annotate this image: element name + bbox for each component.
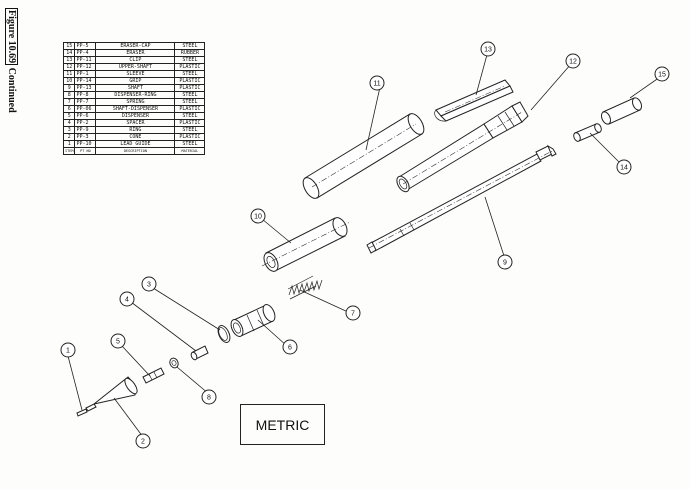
callout-number: 1 [66, 348, 70, 355]
callout-number: 8 [207, 395, 211, 402]
callout-number: 12 [569, 59, 577, 66]
dispenser-ring-part [169, 357, 179, 369]
shaft-dispenser-part [230, 304, 276, 337]
callout-circle [369, 75, 385, 91]
callout-circle [480, 41, 496, 57]
upper-shaft-part [396, 101, 529, 193]
dispenser-part [142, 367, 165, 384]
eraser-cap-part [600, 97, 643, 125]
callout-10: 10 [250, 208, 266, 224]
callout-5: 5 [110, 333, 126, 349]
callout-circle [654, 66, 670, 82]
callout-circle [201, 389, 217, 405]
callout-8: 8 [201, 389, 217, 405]
callout-circle [565, 53, 581, 69]
callout-number: 15 [658, 72, 666, 79]
callout-circle [345, 305, 361, 321]
parts-list-header-row: ITEM PT NO DESCRIPTION MATERIAL [62, 147, 206, 155]
callout-circle [497, 254, 513, 270]
header-item: ITEM [62, 147, 76, 155]
clip-part [434, 79, 514, 122]
callout-13: 13 [480, 41, 496, 57]
callout-2: 2 [135, 433, 151, 449]
callout-12: 12 [565, 53, 581, 69]
callout-number: 13 [484, 47, 492, 54]
callout-number: 7 [351, 311, 355, 318]
callout-number: 14 [620, 165, 628, 172]
spring-part [287, 275, 323, 300]
sleeve-part [302, 113, 425, 199]
callout-14: 14 [616, 159, 632, 175]
callout-circle [110, 333, 126, 349]
callout-number: 3 [147, 282, 151, 289]
callout-number: 6 [288, 345, 292, 352]
callout-6: 6 [282, 339, 298, 355]
metric-label: METRIC [240, 404, 325, 445]
callout-4: 4 [119, 291, 135, 307]
grip-part [261, 217, 351, 272]
callout-number: 5 [116, 339, 120, 346]
callout-circle [60, 342, 76, 358]
callout-circle [119, 291, 135, 307]
callout-number: 2 [141, 439, 145, 446]
callout-number: 11 [373, 81, 380, 88]
callout-number: 4 [125, 297, 129, 304]
cone-part [85, 376, 138, 412]
header-material: MATERIAL [174, 147, 206, 155]
callout-circle [135, 433, 151, 449]
leader-lines [67, 50, 661, 438]
callout-15: 15 [654, 66, 670, 82]
callout-circle [616, 159, 632, 175]
eraser-part [573, 123, 602, 142]
figure-caption: Figure 10.69 Continued [5, 8, 18, 113]
callout-circle [282, 339, 298, 355]
callout-3: 3 [141, 276, 157, 292]
callout-11: 11 [369, 75, 385, 91]
shaft-part [366, 144, 557, 254]
callout-number: 9 [503, 260, 507, 267]
spacer-part [190, 345, 209, 361]
ring-part [217, 325, 231, 343]
callout-circle [141, 276, 157, 292]
lead-guide-part [76, 408, 88, 417]
callout-number: 10 [254, 214, 262, 221]
figure-continued: Continued [6, 67, 17, 113]
figure-number: Figure 10.69 [5, 8, 18, 66]
callout-9: 9 [497, 254, 513, 270]
callout-7: 7 [345, 305, 361, 321]
callout-circle [250, 208, 266, 224]
callout-1: 1 [60, 342, 76, 358]
